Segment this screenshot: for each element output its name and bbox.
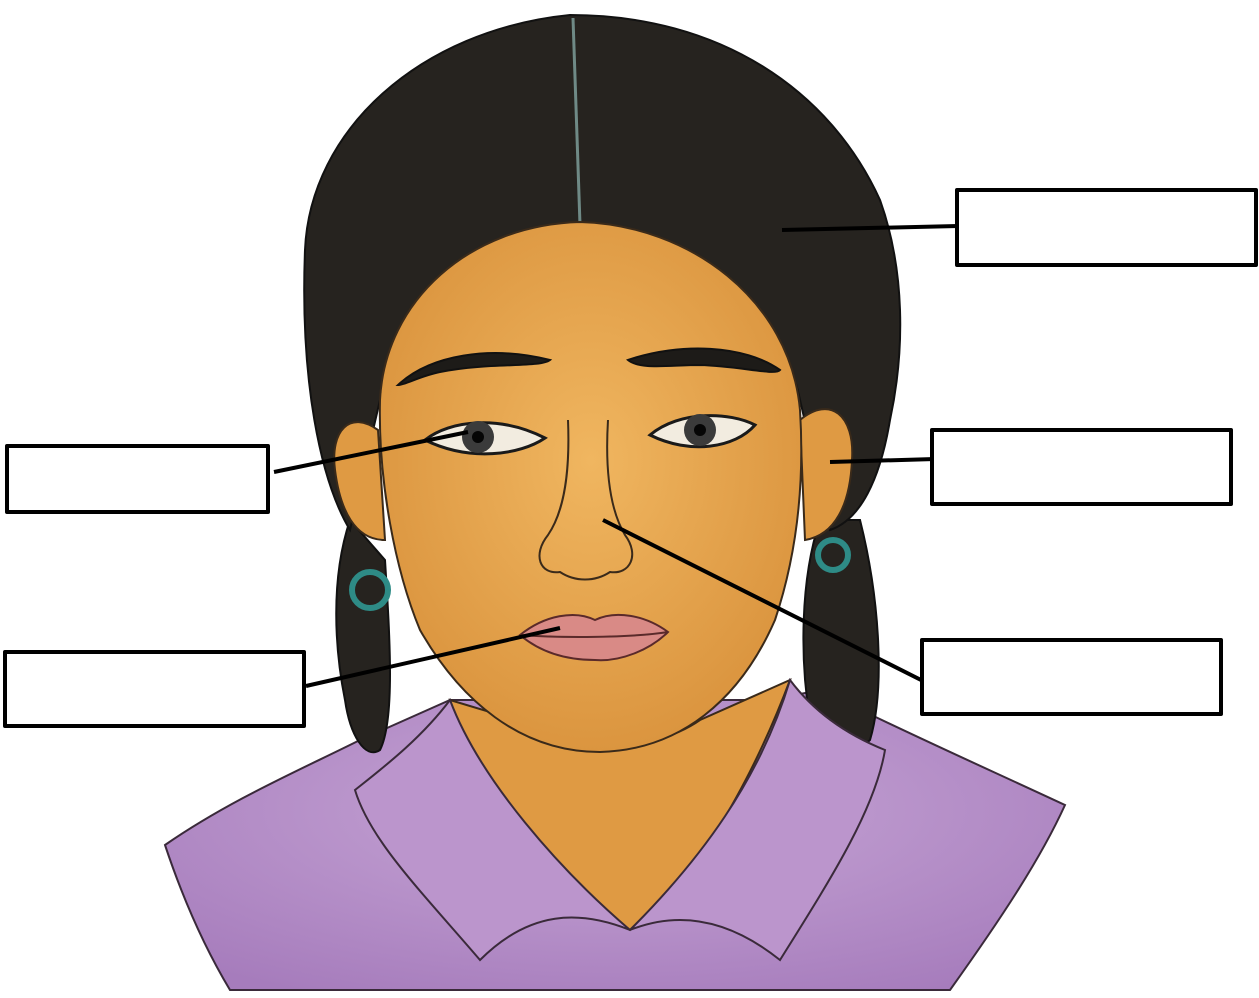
label-box-hair[interactable] — [955, 188, 1258, 267]
label-box-nose[interactable] — [920, 638, 1223, 716]
label-box-eye[interactable] — [5, 444, 270, 514]
left-pupil — [472, 431, 484, 443]
label-box-ear[interactable] — [930, 428, 1233, 506]
label-box-mouth[interactable] — [3, 650, 306, 728]
left-ear — [334, 422, 385, 540]
right-pupil — [694, 424, 706, 436]
left-braid — [336, 520, 390, 752]
face — [380, 222, 801, 752]
